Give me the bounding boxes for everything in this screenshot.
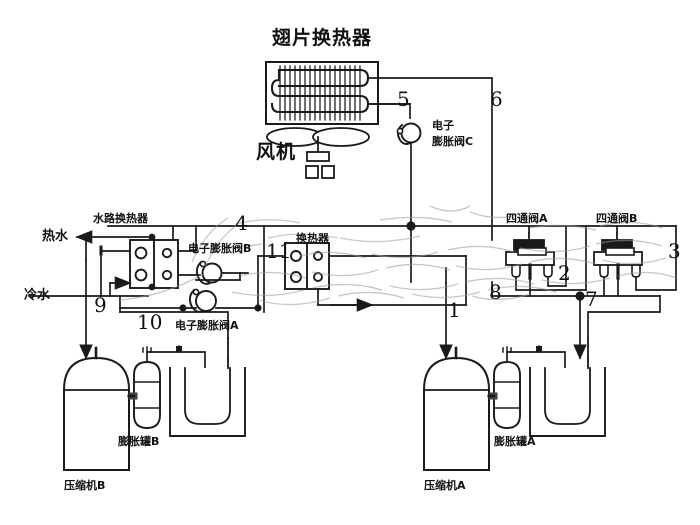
callout-10: 10 [137,310,163,334]
callout-2: 2 [558,261,571,285]
callout-7: 7 [585,287,598,311]
four-way-valve-a-symbol [505,232,555,280]
finned-heat-exchanger-label: 翅片换热器 [272,27,373,49]
expansion-tank-b-symbol [128,361,161,429]
four-way-valve-b-symbol [593,232,643,280]
four-way-valve-a-label: 四通阀A [506,212,548,225]
accumulator-b-symbol [169,337,246,437]
water-heat-exchanger-label: 水路换热器 [93,212,148,225]
compressor-b-symbol [62,346,131,471]
expansion-tank-a-symbol [488,361,521,429]
expansion-valve-c-label-line2: 膨胀阀C [432,135,474,148]
compressor-a-label: 压缩机A [424,479,466,492]
callout-6: 6 [490,87,503,111]
callout-9: 9 [94,293,107,317]
callout-4: 4 [235,211,248,235]
compressor-b-label: 压缩机B [64,479,106,492]
water-heat-exchanger-symbol [129,239,179,289]
four-way-valve-b-label: 四通阀B [596,212,638,225]
expansion-valve-b-symbol [195,260,249,285]
accumulator-a-symbol [529,337,606,437]
expansion-tank-a-label: 膨胀罐A [494,435,536,448]
fan-symbol [266,127,370,179]
expansion-tank-b-label: 膨胀罐B [118,435,160,448]
cold-water-label: 冷水 [24,288,51,303]
fan-label: 风机 [256,141,297,163]
callout-3: 3 [668,239,681,263]
compressor-a-symbol [422,346,491,471]
expansion-valve-a-label: 电子膨胀阀A [175,319,239,332]
callout-5: 5 [397,87,410,111]
heat-exchanger-label: 换热器 [296,232,329,245]
callout-1: 1 [448,298,461,322]
callout-11: 11 [266,239,292,263]
expansion-valve-c-label-line1: 电子 [432,119,454,132]
finned-heat-exchanger-unit [265,61,379,125]
heat-exchanger-symbol [284,242,330,290]
expansion-valve-b-label: 电子膨胀阀B [188,242,252,255]
expansion-valve-c-symbol [396,122,422,145]
hot-water-label: 热水 [42,229,69,244]
callout-8: 8 [489,280,502,304]
